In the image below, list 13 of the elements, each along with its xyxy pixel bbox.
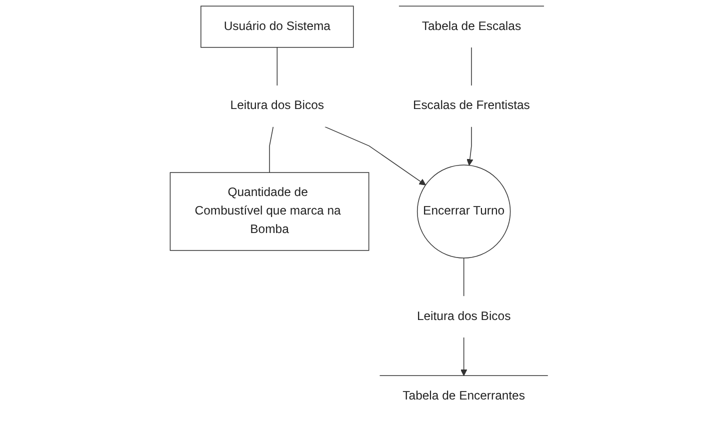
arrow bbox=[324, 126, 426, 186]
node-text: Leitura dos Bicos bbox=[416, 310, 511, 323]
arrow bbox=[460, 337, 468, 376]
node-text: Escalas de Frentistas bbox=[413, 99, 530, 112]
connector bbox=[463, 258, 464, 297]
node-box: Usuário do Sistema bbox=[200, 6, 354, 48]
connector bbox=[269, 126, 274, 173]
connector bbox=[276, 46, 278, 86]
connector bbox=[471, 46, 472, 86]
node-circle: Encerrar Turno bbox=[416, 164, 511, 258]
node-box: Quantidade de Combustível que marca na Bomba bbox=[170, 172, 370, 251]
node-text: Leitura dos Bicos bbox=[230, 99, 324, 112]
arrow bbox=[466, 126, 474, 166]
